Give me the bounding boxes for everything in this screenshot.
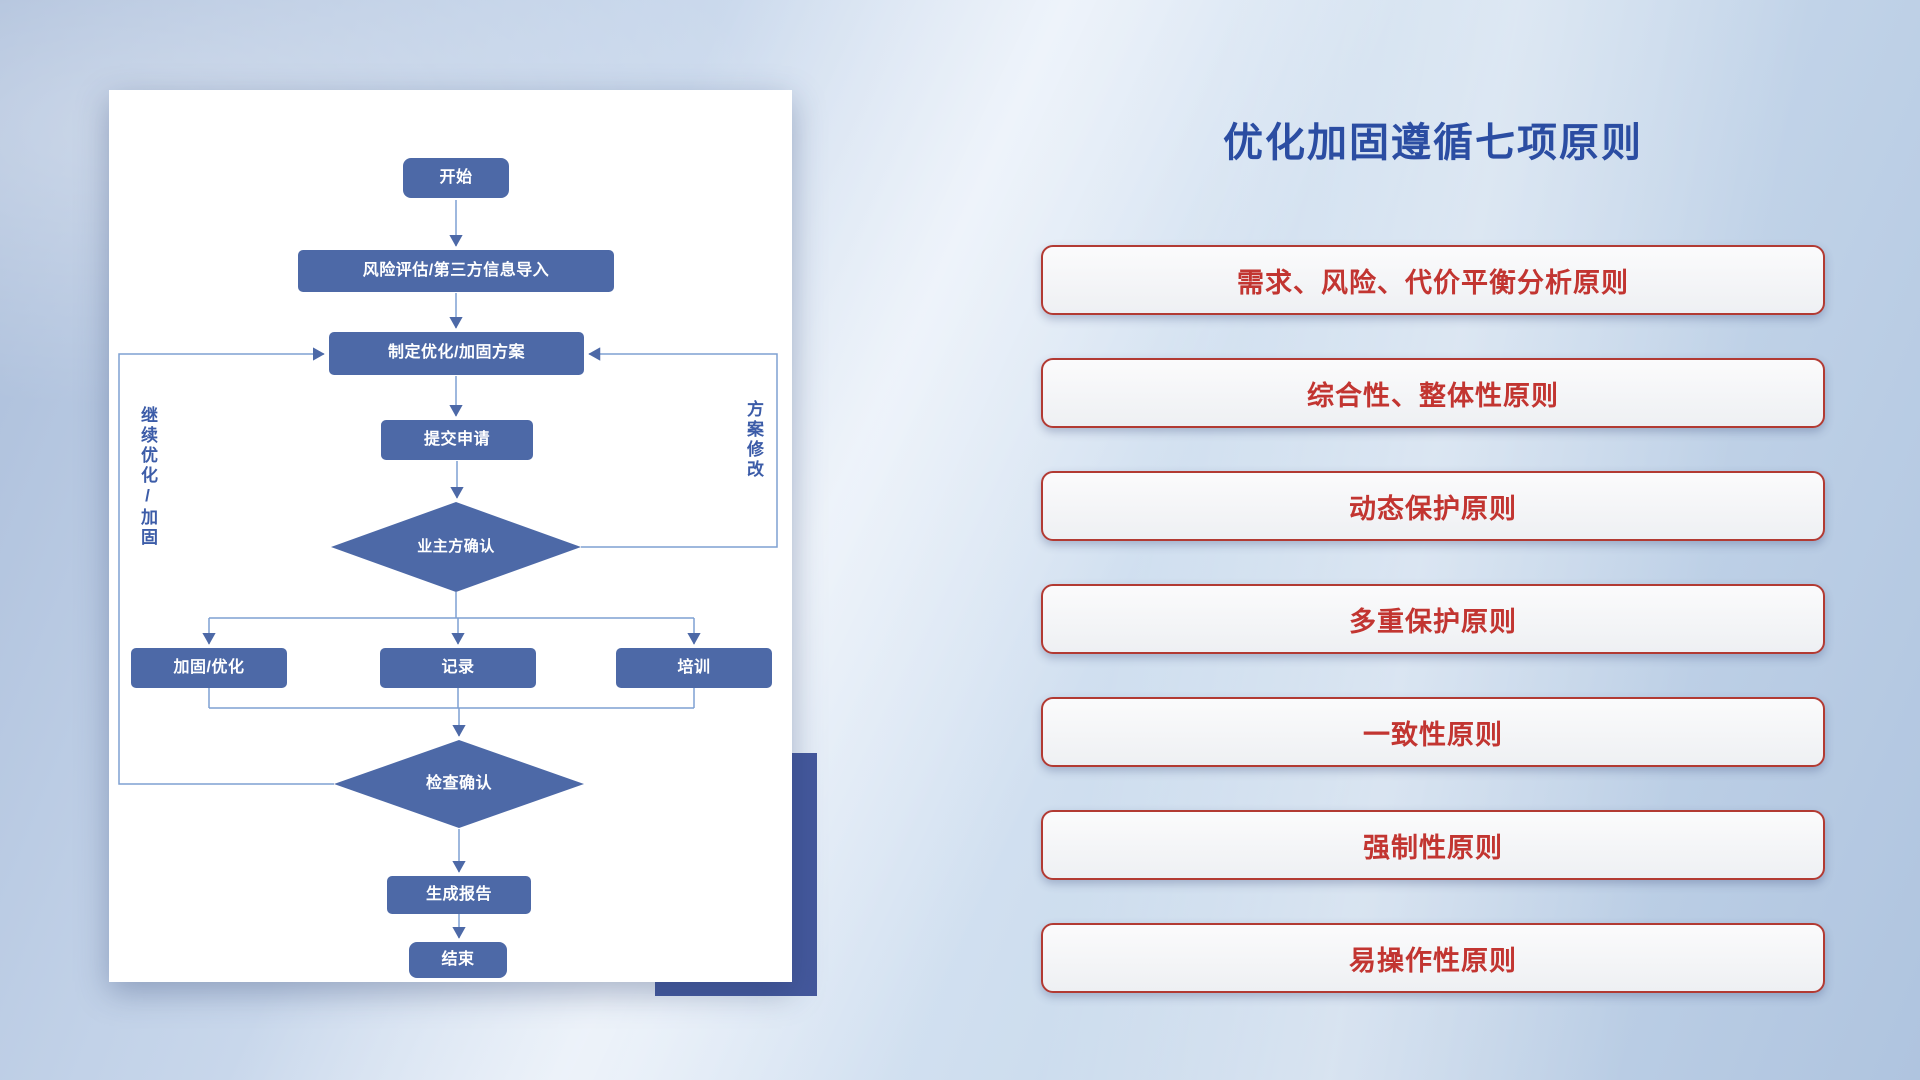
principle-text-5: 一致性原则 (1363, 719, 1503, 750)
principle-pill-5: 一致性原则 (1041, 697, 1825, 767)
flow-node-start: 开始 (403, 158, 509, 198)
loop-label-continue-optimize: 继续优化/加固 (138, 406, 157, 548)
principle-text-2: 综合性、整体性原则 (1307, 380, 1559, 411)
principle-pill-1: 需求、风险、代价平衡分析原则 (1041, 245, 1825, 315)
flow-node-harden-optimize: 加固/优化 (131, 648, 287, 688)
flow-node-end: 结束 (409, 942, 507, 978)
flow-node-generate-report: 生成报告 (387, 876, 531, 914)
flow-node-record: 记录 (380, 648, 536, 688)
page-title: 优化加固遵循七项原则 (1223, 121, 1643, 165)
flow-node-risk-import: 风险评估/第三方信息导入 (298, 250, 614, 292)
principle-text-7: 易操作性原则 (1349, 945, 1517, 976)
principle-pill-4: 多重保护原则 (1041, 584, 1825, 654)
flowchart-card: 开始 风险评估/第三方信息导入 制定优化/加固方案 提交申请 业主方确认 加固/… (109, 90, 792, 982)
loop-label-plan-revision: 方案修改 (744, 400, 763, 480)
flow-node-training: 培训 (616, 648, 772, 688)
principle-pill-2: 综合性、整体性原则 (1041, 358, 1825, 428)
principle-text-4: 多重保护原则 (1349, 606, 1517, 637)
principle-pill-6: 强制性原则 (1041, 810, 1825, 880)
flow-node-make-plan: 制定优化/加固方案 (329, 332, 584, 375)
principle-text-6: 强制性原则 (1363, 832, 1503, 863)
principle-pill-3: 动态保护原则 (1041, 471, 1825, 541)
principle-pill-7: 易操作性原则 (1041, 923, 1825, 993)
flow-node-submit-request: 提交申请 (381, 420, 533, 460)
principle-text-1: 需求、风险、代价平衡分析原则 (1237, 267, 1629, 298)
principle-text-3: 动态保护原则 (1349, 493, 1517, 524)
